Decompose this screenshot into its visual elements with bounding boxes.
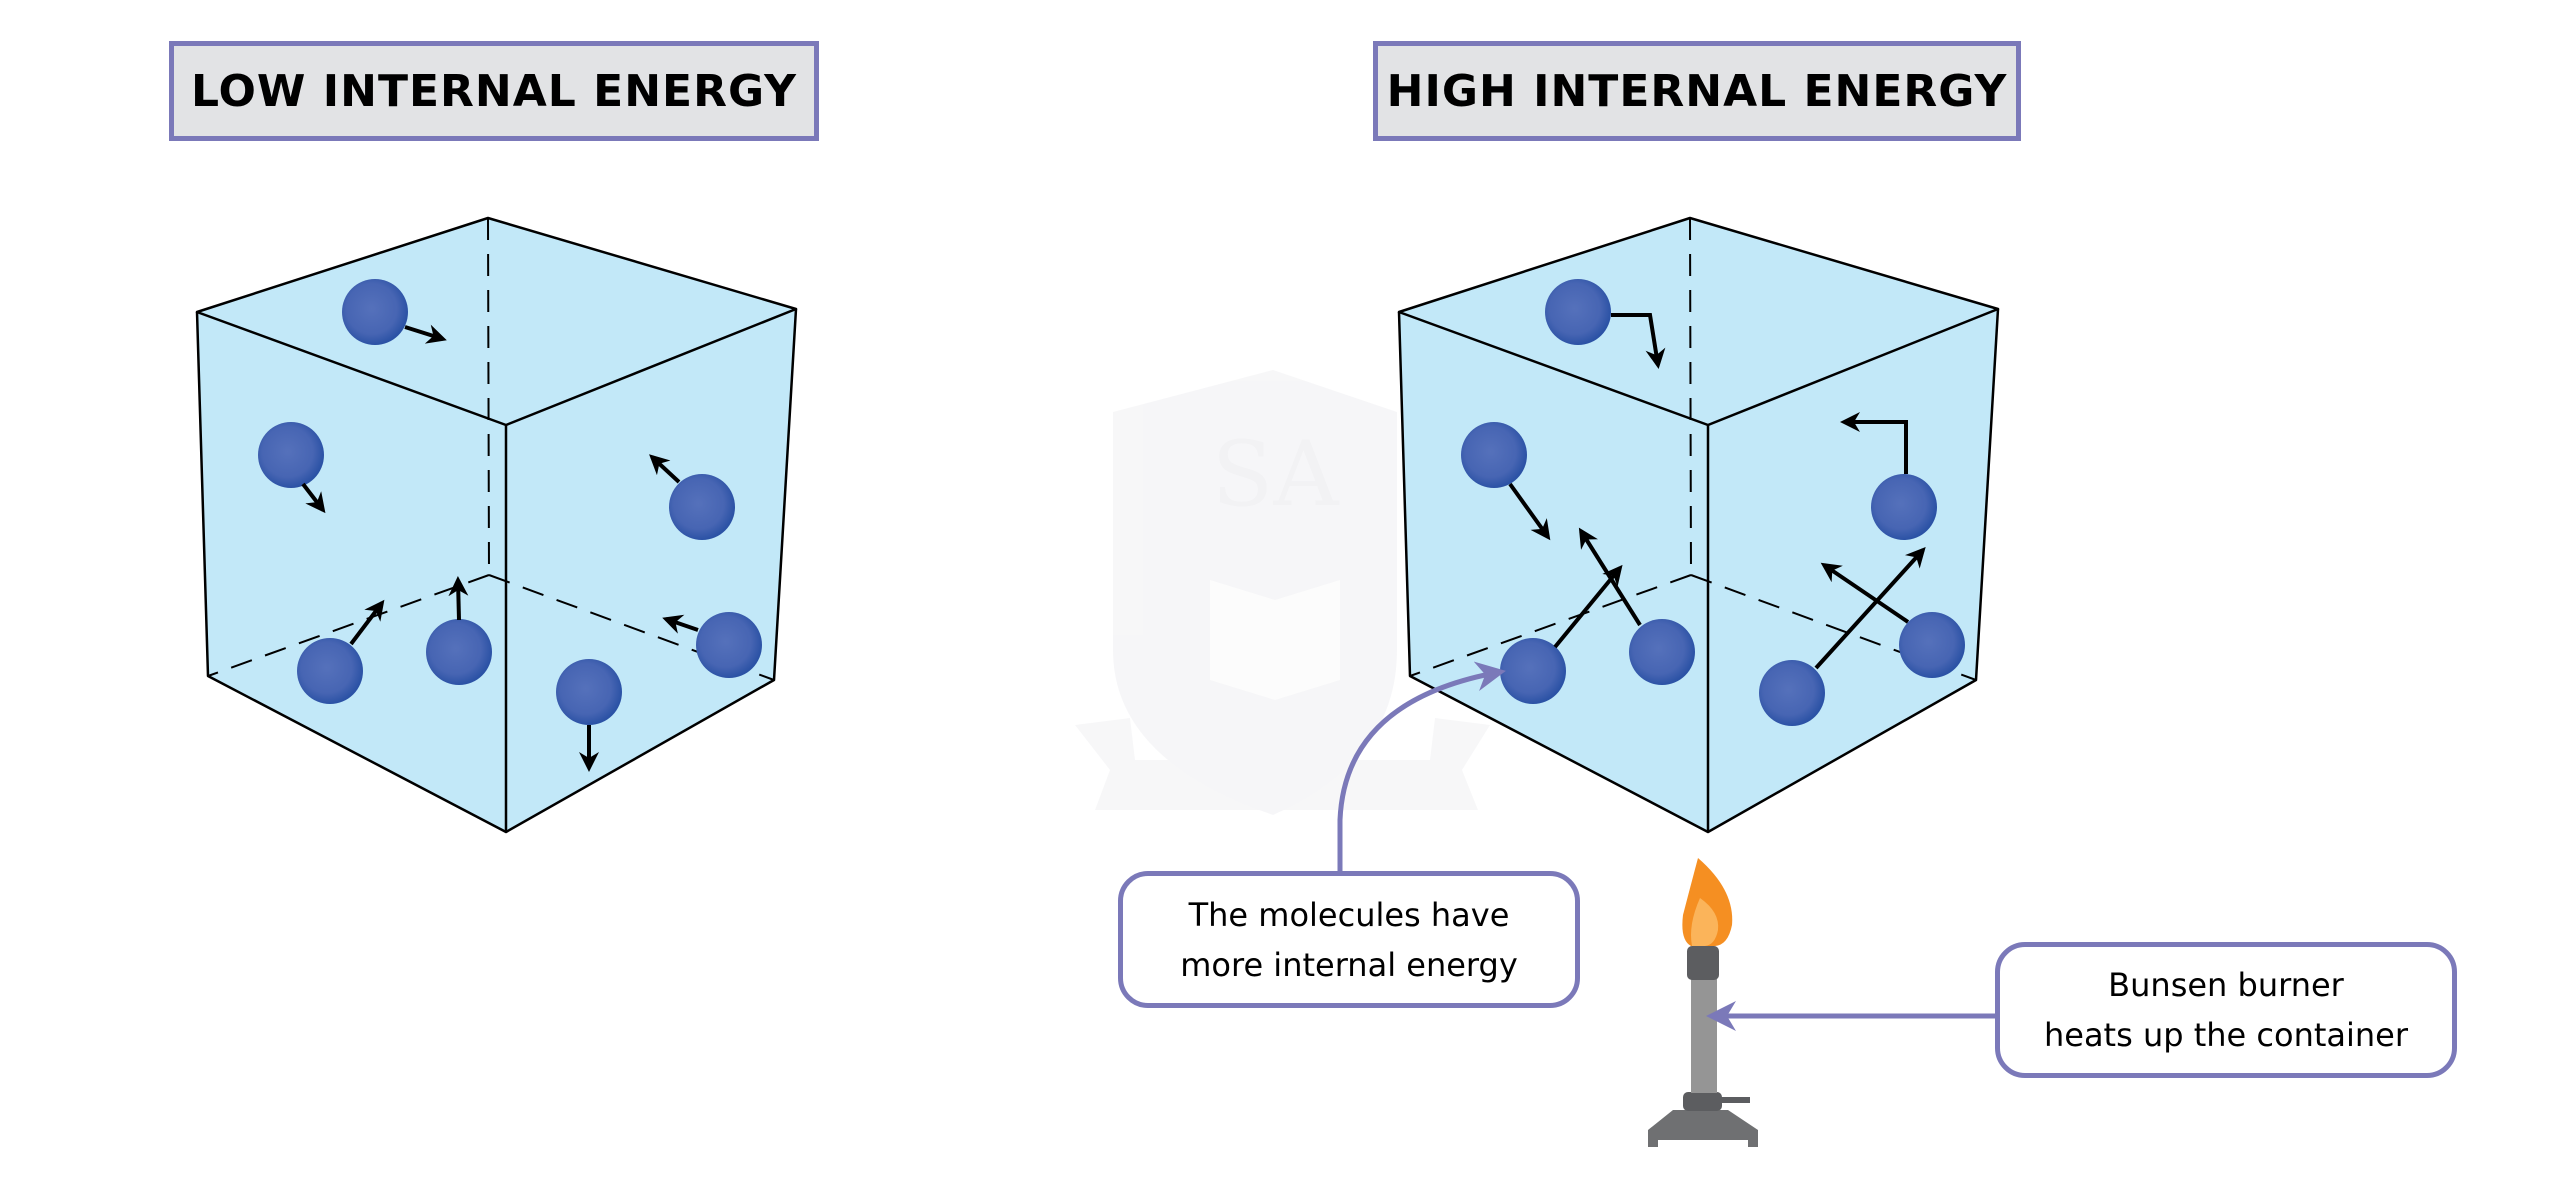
bunsen-burner-icon — [1648, 858, 1758, 1147]
motion-arrow — [649, 454, 681, 484]
title-low-text: LOW INTERNAL ENERGY — [191, 65, 797, 117]
molecule — [669, 474, 735, 540]
callout-bunsen-line-2: heats up the container — [2043, 1016, 2409, 1054]
hidden-edge — [1409, 574, 1692, 677]
motion-arrow — [1840, 412, 1908, 474]
container-low-energy — [195, 216, 798, 834]
callout-molecules-line-2: more internal energy — [1180, 945, 1518, 984]
callout-molecules-line-1: The molecules have — [1188, 895, 1510, 934]
title-high-internal-energy: HIGH INTERNAL ENERGY — [1373, 41, 2021, 141]
watermark-shield — [1113, 370, 1397, 815]
hidden-edge — [487, 217, 490, 576]
molecule — [1461, 422, 1527, 488]
watermark-letters: SA — [1212, 422, 1340, 527]
motion-arrow — [1553, 564, 1623, 649]
molecule — [297, 638, 363, 704]
motion-arrow — [404, 324, 447, 344]
molecule — [1899, 612, 1965, 678]
flame-inner — [1691, 898, 1719, 946]
burner-top-collar — [1687, 946, 1719, 980]
watermark-logo: SA — [1075, 370, 1490, 815]
molecules-callout-arrow — [1337, 661, 1506, 871]
molecule — [1629, 619, 1695, 685]
watermark-book-icon — [1210, 580, 1340, 700]
molecule — [1759, 660, 1825, 726]
molecule — [426, 619, 492, 685]
title-low-internal-energy: LOW INTERNAL ENERGY — [169, 41, 819, 141]
hidden-edge — [207, 574, 490, 677]
motion-arrow — [1814, 547, 1926, 670]
molecule — [342, 279, 408, 345]
title-high-text: HIGH INTERNAL ENERGY — [1386, 65, 2008, 117]
callout-molecules: The molecules have more internal energy — [1118, 871, 1580, 1008]
motion-arrow — [448, 576, 469, 621]
container-high-energy — [1397, 216, 2000, 834]
molecule — [696, 612, 762, 678]
burner-lower-collar — [1683, 1092, 1722, 1111]
motion-arrow — [1611, 313, 1666, 369]
molecule — [1500, 638, 1566, 704]
motion-arrow — [349, 599, 385, 646]
burner-base — [1648, 1110, 1758, 1147]
molecule — [258, 422, 324, 488]
motion-arrow — [1820, 562, 1910, 624]
callout-bunsen-line-1: Bunsen burner — [2108, 966, 2344, 1004]
motion-arrow — [1508, 482, 1551, 541]
callout-bunsen-burner: Bunsen burner heats up the container — [1995, 942, 2457, 1078]
molecule — [1545, 279, 1611, 345]
motion-arrow — [301, 482, 326, 514]
burner-gas-inlet — [1720, 1097, 1750, 1103]
molecule — [556, 659, 622, 725]
molecule — [1871, 474, 1937, 540]
motion-arrow — [662, 614, 699, 634]
hidden-edge — [1689, 217, 1692, 576]
burner-tube — [1691, 979, 1717, 1093]
